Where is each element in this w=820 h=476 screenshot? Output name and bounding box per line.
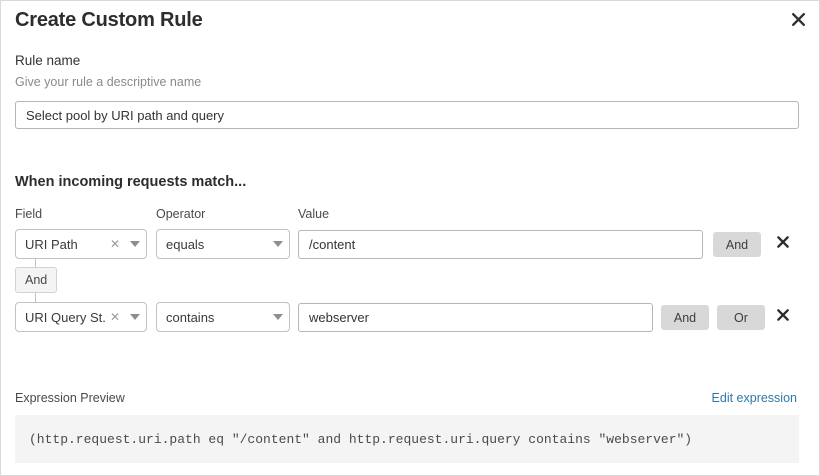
operator-select-row-1[interactable]: equals xyxy=(156,229,290,259)
field-select-row-1[interactable]: URI Path ✕ xyxy=(15,229,147,259)
delete-row-2-button[interactable] xyxy=(773,305,793,325)
expression-preview-text: (http.request.uri.path eq "/content" and… xyxy=(29,431,693,447)
chevron-down-icon[interactable] xyxy=(267,241,289,247)
field-select-row-2-value: URI Query St... xyxy=(25,309,106,325)
close-icon[interactable] xyxy=(785,6,811,32)
field-select-row-2[interactable]: URI Query St... ✕ xyxy=(15,302,147,332)
and-button-row-1[interactable]: And xyxy=(713,232,761,257)
edit-expression-link[interactable]: Edit expression xyxy=(711,391,797,405)
operator-select-row-2[interactable]: contains xyxy=(156,302,290,332)
dialog-title: Create Custom Rule xyxy=(15,9,203,31)
clear-icon[interactable]: ✕ xyxy=(109,237,120,251)
and-button-row-2[interactable]: And xyxy=(661,305,709,330)
expression-preview-label: Expression Preview xyxy=(15,391,125,405)
value-input-row-1[interactable] xyxy=(298,230,703,259)
connector-line-bottom xyxy=(35,293,36,302)
value-input-row-2[interactable] xyxy=(298,303,653,332)
rule-name-help-text: Give your rule a descriptive name xyxy=(15,75,202,89)
column-header-operator: Operator xyxy=(156,207,206,221)
operator-select-row-1-value: equals xyxy=(166,236,205,252)
rule-name-input[interactable] xyxy=(15,101,799,129)
or-button-row-2[interactable]: Or xyxy=(717,305,765,330)
field-select-row-1-value: URI Path xyxy=(25,236,78,252)
connector-and-badge[interactable]: And xyxy=(15,267,58,293)
delete-row-1-button[interactable] xyxy=(773,232,793,252)
column-header-field: Field xyxy=(15,207,43,221)
chevron-down-icon[interactable] xyxy=(124,241,146,247)
chevron-down-icon[interactable] xyxy=(124,314,146,320)
match-section-heading: When incoming requests match... xyxy=(15,174,247,190)
expression-preview-box: (http.request.uri.path eq "/content" and… xyxy=(15,415,799,463)
column-header-value: Value xyxy=(298,207,330,221)
operator-select-row-2-value: contains xyxy=(166,309,215,325)
clear-icon[interactable]: ✕ xyxy=(109,310,120,324)
rule-name-label: Rule name xyxy=(15,53,81,68)
chevron-down-icon[interactable] xyxy=(267,314,289,320)
connector-line-top xyxy=(35,259,36,267)
